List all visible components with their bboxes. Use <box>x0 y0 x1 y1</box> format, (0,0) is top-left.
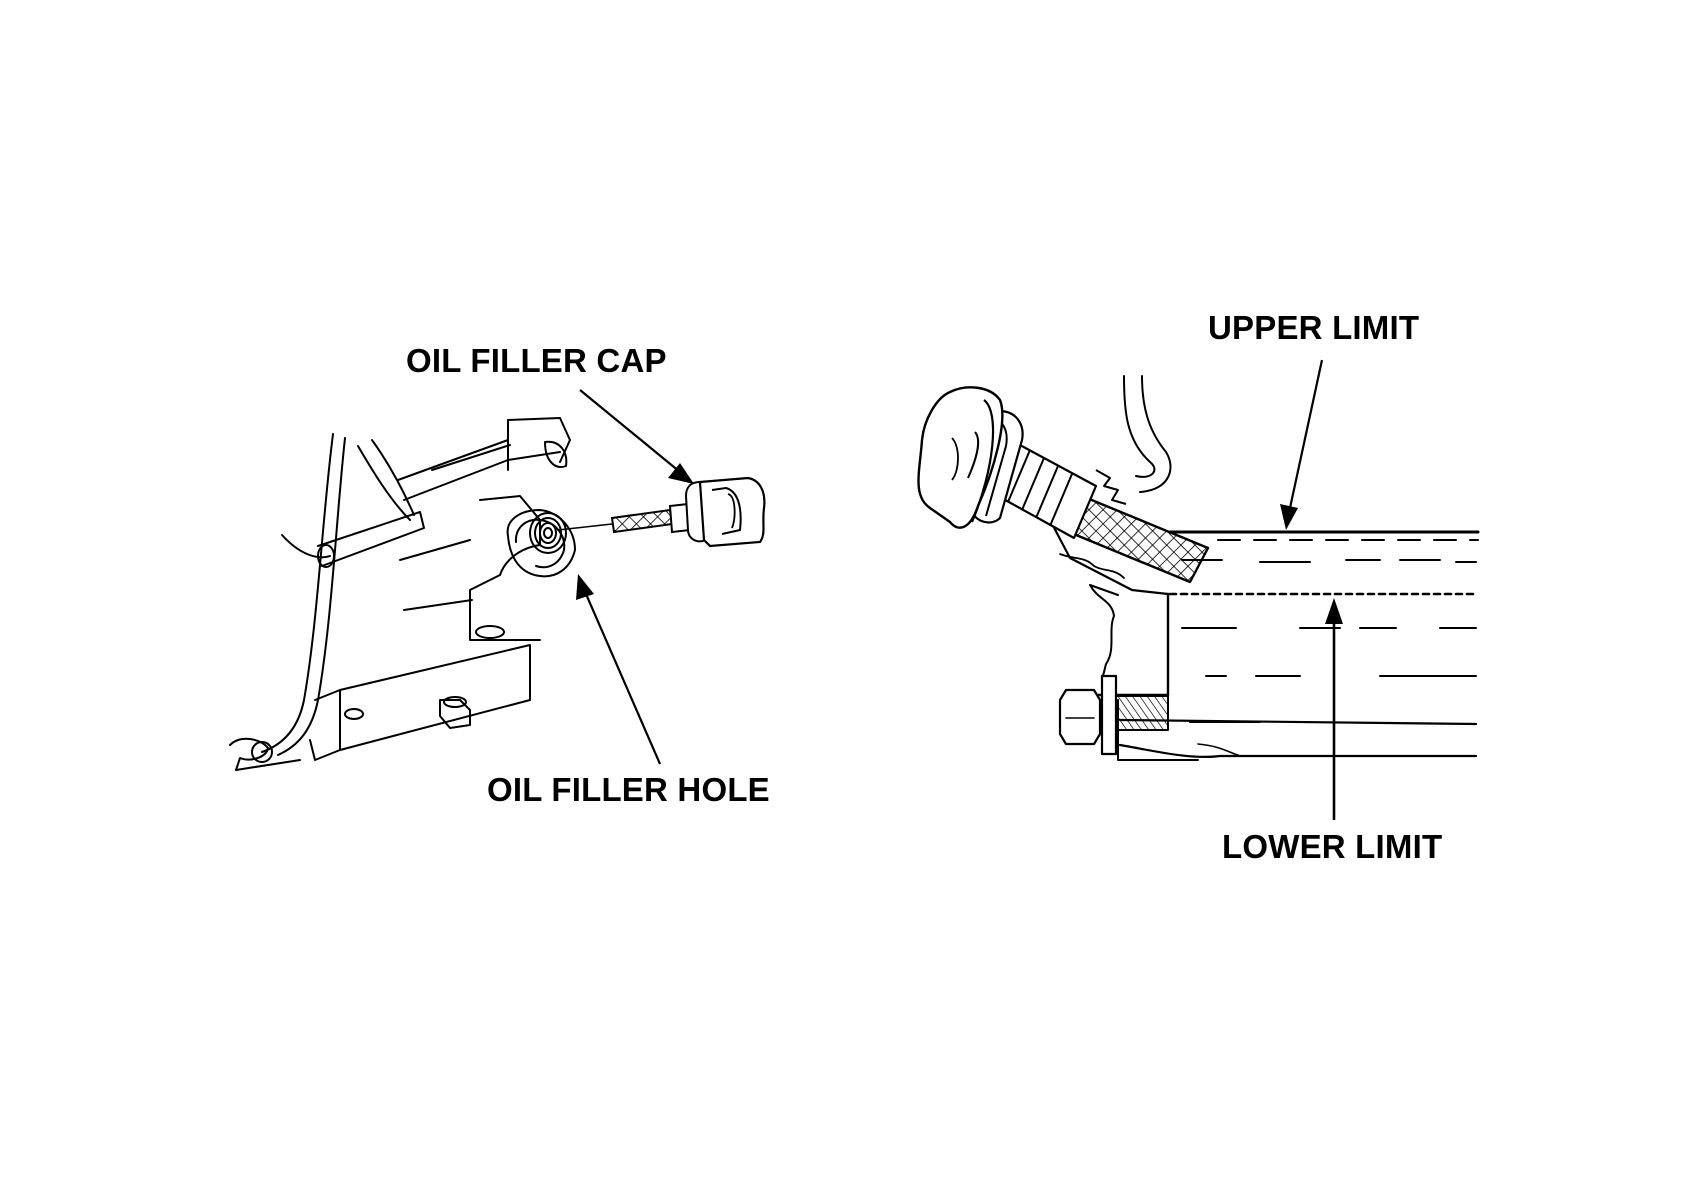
lower-limit-leader <box>1325 598 1343 820</box>
oil-filler-cap-label: OIL FILLER CAP <box>406 342 667 380</box>
oil-filler-hole-leader <box>576 574 660 764</box>
upper-limit-label: UPPER LIMIT <box>1208 309 1419 347</box>
oil-sump-illustration <box>1050 376 1478 760</box>
oil-filler-cap-illustration <box>612 478 764 546</box>
lower-limit-label: LOWER LIMIT <box>1222 828 1442 866</box>
oil-filler-cap-leader <box>580 390 694 484</box>
engine-case-illustration <box>230 418 612 770</box>
dipstick-illustration <box>919 387 1209 582</box>
upper-limit-leader <box>1280 360 1322 530</box>
oil-filler-hole-label: OIL FILLER HOLE <box>487 771 770 809</box>
